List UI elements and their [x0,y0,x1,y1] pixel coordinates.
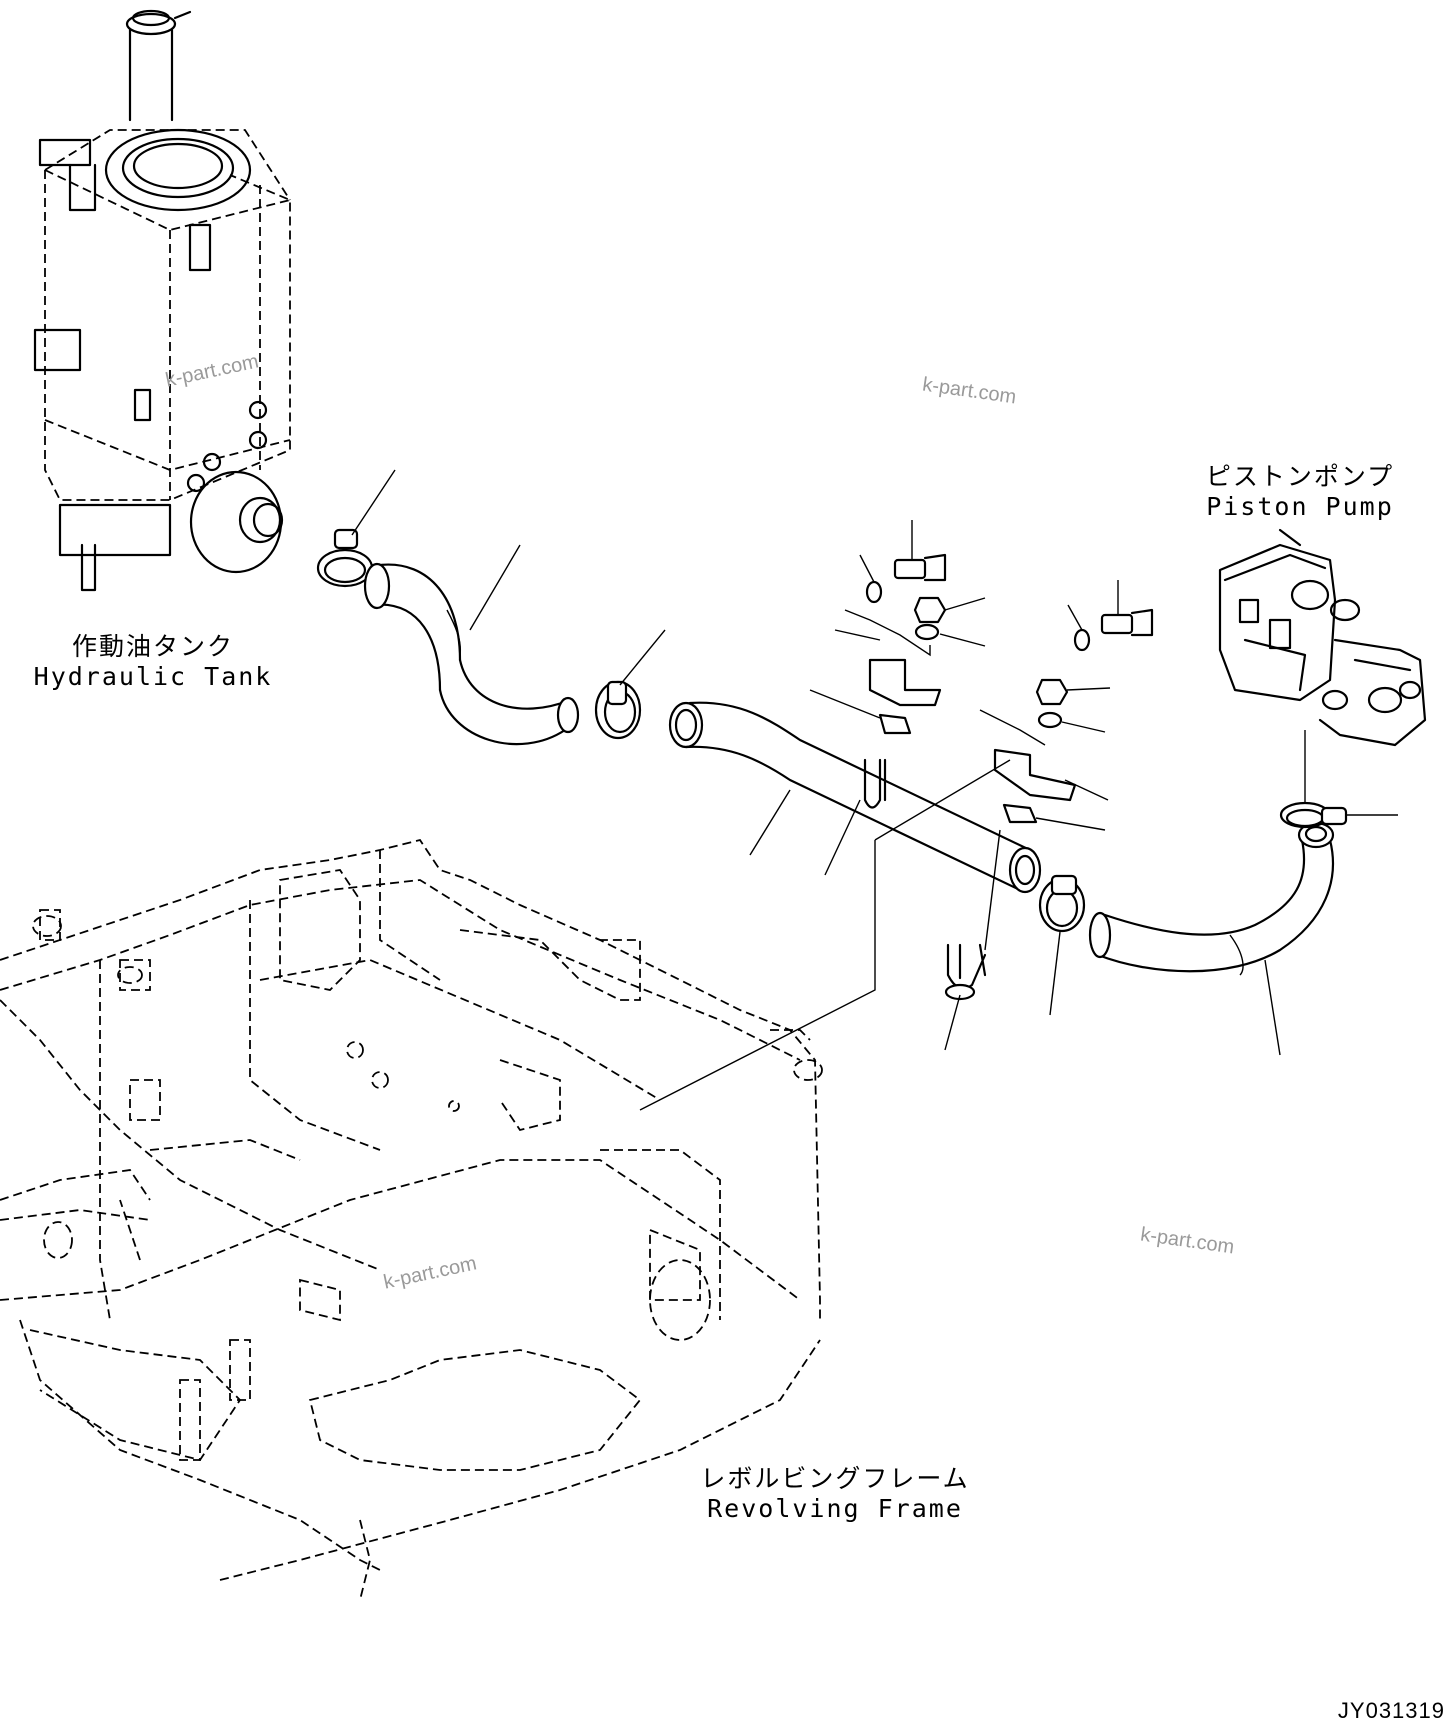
piston-pump-label-jp: ピストンポンプ [1205,462,1395,491]
washer-right-2 [1037,711,1106,733]
mounting-bracket-left [834,609,942,707]
revolving-frame-drawing [0,838,823,1601]
steel-pipe [668,701,1042,894]
connector-lines [639,759,1109,1111]
revolving-frame-label-jp: レボルビングフレーム [700,1464,970,1493]
drawing-code: JY031319 [1337,1698,1445,1723]
nut-right [1035,678,1111,706]
hydraulic-tank-label-en: Hydraulic Tank [33,662,273,691]
piston-pump-label-en: Piston Pump [1206,492,1394,521]
washer-left-2 [914,623,986,647]
revolving-frame-label-en: Revolving Frame [707,1494,963,1523]
washer-left [859,554,883,604]
u-bolt-upper [824,758,887,876]
rubber-hose-pump-side [1088,821,1335,1056]
hose-clamp-pump-side [1038,874,1086,1016]
hydraulic-tank-label-jp: 作動油タンク [71,632,234,661]
piston-pump-label: ピストンポンプ Piston Pump [1200,462,1400,522]
hose-clamp-middle [594,629,666,740]
hose-clamp-pump [1279,730,1398,829]
bolt-right [1100,580,1154,637]
clip-left [809,689,912,735]
hydraulic-tank-label: 作動油タンク Hydraulic Tank [28,632,278,692]
piston-pump-drawing [1218,528,1427,747]
washer-right [1067,604,1091,652]
hose-clamp-tank-side [316,469,396,588]
nut-left [913,596,986,624]
hydraulic-tank-drawing [33,9,291,592]
clip-right [1002,803,1106,831]
mounting-bracket-right [979,709,1077,802]
revolving-frame-label: レボルビングフレーム Revolving Frame [700,1464,970,1524]
bolt-left [893,520,947,582]
rubber-hose-tank-side [363,544,580,746]
u-bolt-lower [944,829,1001,1051]
